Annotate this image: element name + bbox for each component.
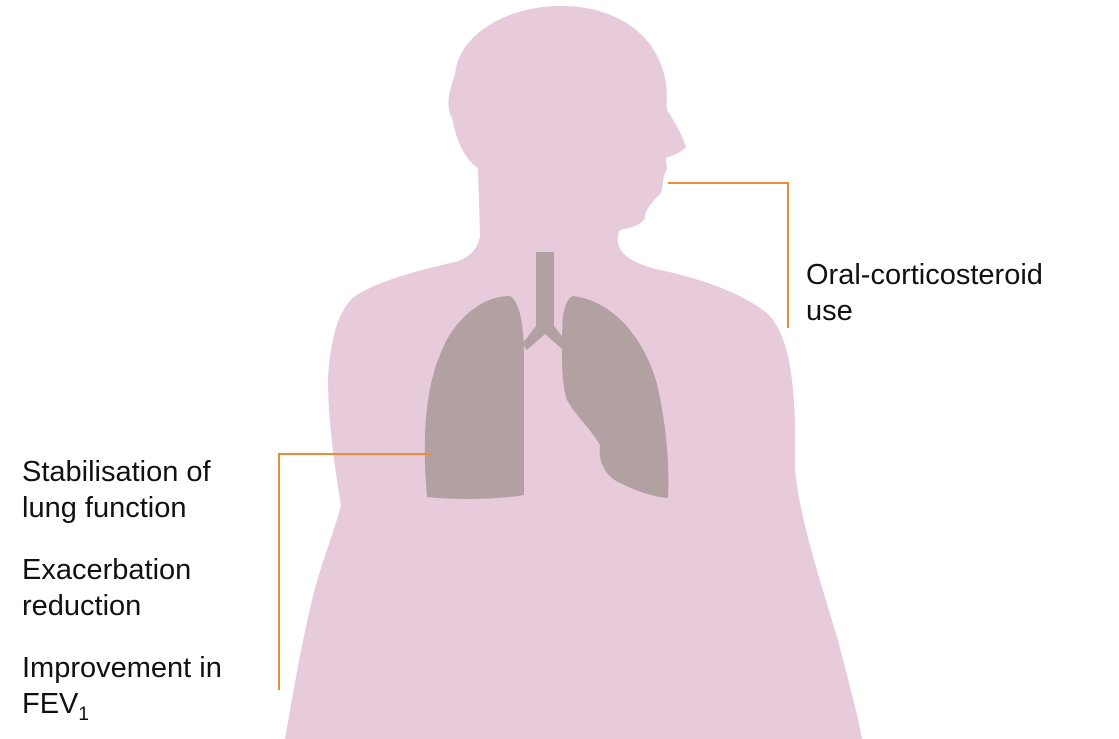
stabilisation-label-line1: Stabilisation of xyxy=(22,454,211,490)
exacerbation-label: Exacerbation reduction xyxy=(22,552,191,624)
improvement-label-line2: FEV1 xyxy=(22,686,222,722)
oral-label-line2: use xyxy=(806,293,1043,329)
exacerbation-label-line2: reduction xyxy=(22,588,191,624)
stabilisation-label-line2: lung function xyxy=(22,490,211,526)
fev-text: FEV xyxy=(22,688,78,720)
oral-label-line1: Oral-corticosteroid xyxy=(806,257,1043,293)
improvement-label: Improvement in FEV1 xyxy=(22,650,222,722)
fev-subscript: 1 xyxy=(78,704,89,725)
improvement-label-line1: Improvement in xyxy=(22,650,222,686)
stabilisation-label: Stabilisation of lung function xyxy=(22,454,211,526)
exacerbation-label-line1: Exacerbation xyxy=(22,552,191,588)
oral-corticosteroid-label: Oral-corticosteroid use xyxy=(806,257,1043,329)
